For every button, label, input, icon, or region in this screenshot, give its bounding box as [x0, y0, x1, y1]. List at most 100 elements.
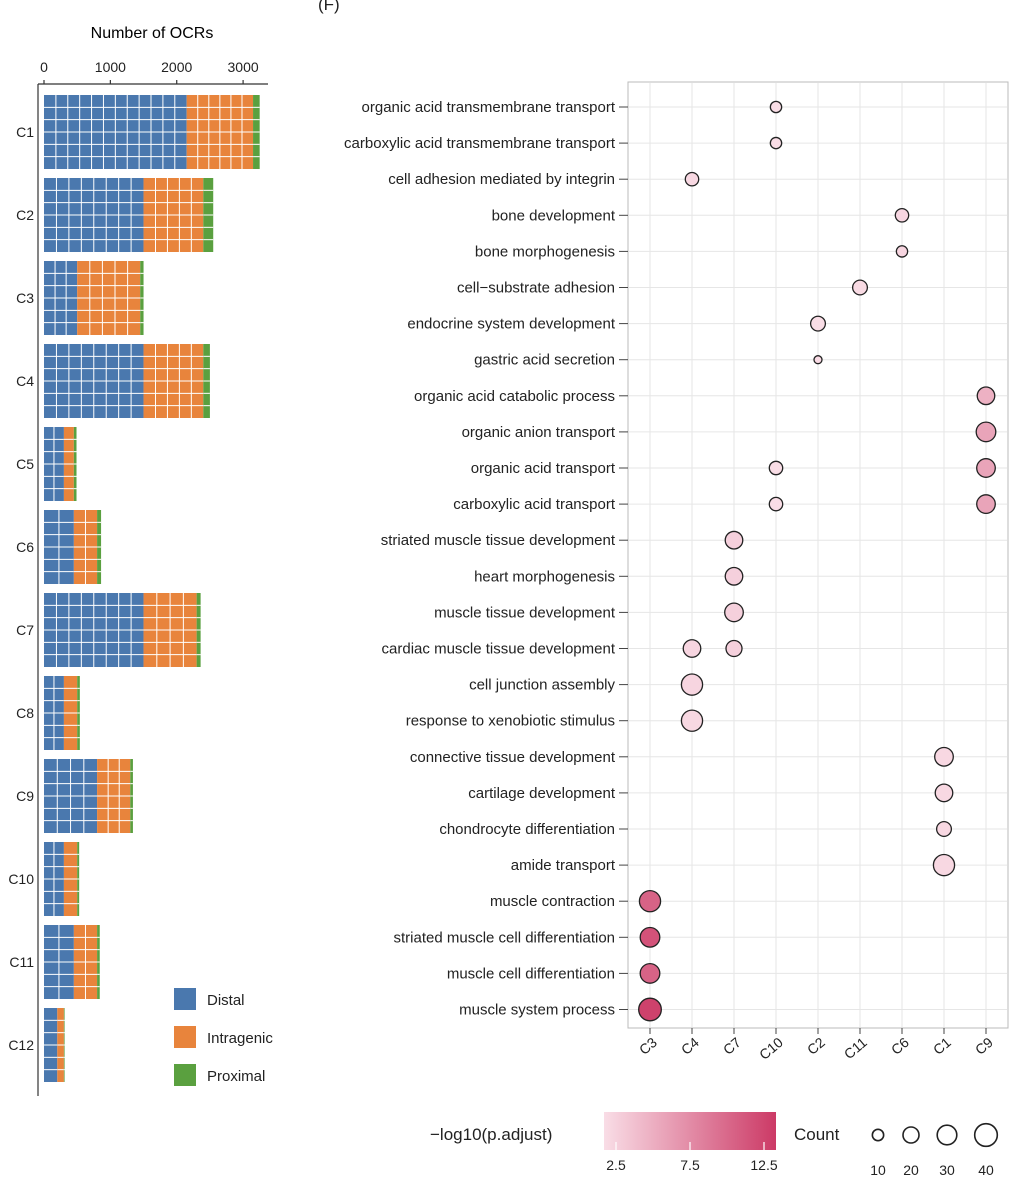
bar-segment-proximal: [77, 842, 80, 916]
go-term-label: connective tissue development: [410, 749, 616, 766]
cluster-x-label: C9: [972, 1034, 996, 1058]
bar-segment-proximal: [77, 676, 80, 750]
dot-point: [975, 421, 997, 443]
bar-category-label: C2: [16, 207, 34, 223]
legend-label-distal: Distal: [207, 992, 245, 1009]
panel-letter: (F): [318, 0, 340, 14]
cluster-x-label: C11: [841, 1034, 870, 1062]
size-legend-label: 30: [939, 1162, 955, 1178]
go-term-label: cell−substrate adhesion: [457, 280, 615, 297]
bar-segment-intragenic: [97, 759, 131, 833]
go-term-label: cell adhesion mediated by integrin: [388, 171, 615, 188]
bar-segment-distal: [44, 593, 144, 667]
go-term-label: organic acid catabolic process: [414, 388, 615, 405]
dot-point: [680, 673, 704, 696]
bar-x-tick-label: 2000: [161, 59, 192, 75]
dot-point: [976, 458, 996, 478]
bar-category-label: C9: [16, 788, 34, 804]
go-term-label: chondrocyte differentiation: [439, 821, 615, 838]
bar-segment-proximal: [203, 178, 214, 252]
size-legend-circle: [936, 1124, 958, 1146]
bar-segment-intragenic: [73, 510, 98, 584]
dot-point: [813, 355, 823, 365]
bar-segment-intragenic: [57, 1008, 64, 1082]
legend-swatch-proximal: [174, 1064, 196, 1086]
dot-point: [724, 602, 744, 623]
bar-x-tick-label: 1000: [95, 59, 126, 75]
bar-segment-intragenic: [143, 178, 204, 252]
size-legend-circle: [871, 1128, 885, 1142]
color-legend-tick-label: 2.5: [606, 1157, 626, 1173]
go-term-label: organic acid transmembrane transport: [362, 99, 616, 116]
cluster-x-label: C2: [804, 1034, 828, 1058]
bar-segment-proximal: [97, 510, 102, 584]
bar-category-label: C11: [9, 954, 34, 970]
color-legend-tick-label: 7.5: [680, 1157, 700, 1173]
go-term-label: striated muscle cell differentiation: [394, 929, 616, 946]
bar-segment-proximal: [73, 427, 77, 501]
bar-x-tick-label: 0: [40, 59, 48, 75]
dot-point: [934, 746, 954, 767]
cluster-x-label: C10: [756, 1034, 786, 1063]
go-term-label: muscle cell differentiation: [447, 965, 615, 982]
size-legend-circle: [973, 1122, 999, 1148]
size-legend-label: 10: [870, 1162, 886, 1178]
dot-point: [639, 962, 661, 984]
size-legend-label: 40: [978, 1162, 994, 1178]
bar-segment-distal: [44, 925, 74, 999]
dot-point: [725, 639, 743, 658]
dot-point: [724, 566, 744, 586]
dot-point: [935, 820, 953, 838]
bar-segment-proximal: [63, 1008, 65, 1082]
bar-category-label: C7: [16, 622, 34, 638]
dot-point: [768, 496, 784, 512]
bar-category-label: C5: [16, 456, 34, 472]
bar-segment-distal: [44, 842, 64, 916]
bar-category-label: C10: [8, 871, 34, 887]
bar-category-label: C3: [16, 290, 34, 306]
bar-x-tick-label: 3000: [228, 59, 259, 75]
bar-segment-distal: [44, 178, 144, 252]
bar-segment-distal: [44, 759, 98, 833]
go-term-label: carboxylic acid transport: [453, 496, 616, 513]
dot-point: [769, 136, 783, 150]
go-term-label: heart morphogenesis: [474, 568, 615, 585]
bar-segment-intragenic: [143, 593, 197, 667]
dot-point: [769, 100, 783, 114]
dot-point: [680, 709, 704, 732]
bar-segment-intragenic: [63, 427, 74, 501]
bar-segment-proximal: [97, 925, 100, 999]
go-term-label: striated muscle tissue development: [381, 532, 616, 549]
bar-segment-intragenic: [186, 95, 254, 169]
bar-segment-distal: [44, 1008, 58, 1082]
cluster-x-label: C7: [720, 1034, 744, 1058]
go-term-label: gastric acid secretion: [474, 352, 615, 369]
bar-segment-intragenic: [63, 676, 78, 750]
cluster-x-label: C6: [888, 1034, 912, 1058]
bar-segment-intragenic: [73, 925, 98, 999]
go-term-label: muscle system process: [459, 1002, 615, 1019]
dot-point: [894, 207, 910, 223]
go-term-label: bone development: [492, 207, 616, 224]
dot-point: [932, 853, 956, 877]
bar-segment-proximal: [196, 593, 201, 667]
dot-point: [639, 926, 661, 948]
go-term-label: cell junction assembly: [469, 677, 615, 694]
legend-label-proximal: Proximal: [207, 1068, 265, 1085]
dot-point: [934, 783, 954, 803]
go-term-label: carboxylic acid transmembrane transport: [344, 135, 616, 152]
go-term-label: organic anion transport: [462, 424, 616, 441]
bar-segment-distal: [44, 95, 187, 169]
bar-segment-proximal: [140, 261, 144, 335]
bar-segment-proximal: [130, 759, 133, 833]
go-term-label: muscle contraction: [490, 893, 615, 910]
go-term-label: cartilage development: [468, 785, 616, 802]
bar-segment-intragenic: [63, 842, 78, 916]
dot-point: [809, 315, 827, 332]
dot-point: [682, 639, 702, 658]
go-dot-plot: organic acid transmembrane transport carb…: [344, 81, 1009, 1063]
dot-point: [684, 171, 700, 187]
